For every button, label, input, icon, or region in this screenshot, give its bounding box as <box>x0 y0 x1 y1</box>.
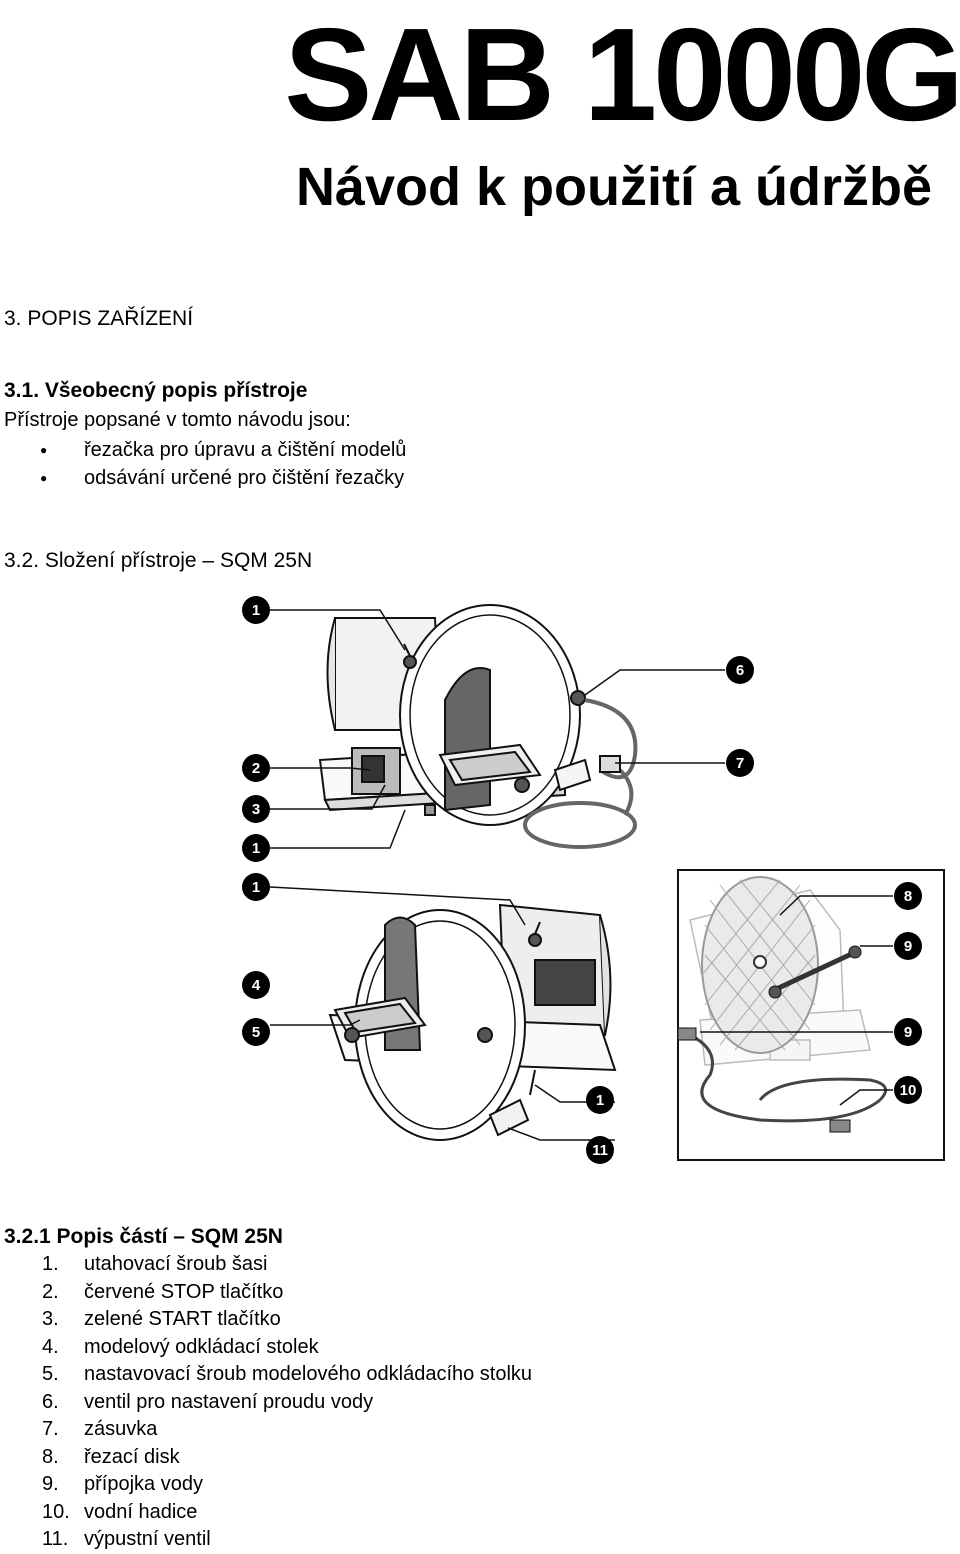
item-number: 10. <box>42 1500 70 1523</box>
callout-2: 2 <box>242 754 270 782</box>
callout-1-top: 1 <box>242 596 270 624</box>
section-3-heading: 3. POPIS ZAŘÍZENÍ <box>4 307 194 330</box>
item-number: 7. <box>42 1418 59 1440</box>
callout-4: 4 <box>242 971 270 999</box>
callout-label: 7 <box>736 755 744 772</box>
item-text: zásuvka <box>84 1418 158 1440</box>
callout-5: 5 <box>242 1018 270 1046</box>
item-text: přípojka vody <box>84 1473 203 1495</box>
callout-1-bottom: 1 <box>586 1086 614 1114</box>
list-item: 10. vodní hadice <box>4 1499 532 1527</box>
callout-1-lower: 1 <box>242 873 270 901</box>
list-item: 5. nastavovací šroub modelového odkládací… <box>4 1361 532 1389</box>
list-item: 1. utahovací šroub šasi <box>4 1251 532 1279</box>
item-text: červené STOP tlačítko <box>84 1280 284 1303</box>
section-3-1-intro: Přístroje popsané v tomto návodu jsou: <box>4 409 351 431</box>
list-item: 9. přípojka vody <box>4 1471 532 1499</box>
list-item: 8. řezací disk <box>4 1444 532 1472</box>
callout-label: 1 <box>252 840 260 857</box>
item-text: nastavovací šroub modelového odkládacího… <box>84 1363 533 1385</box>
callout-label: 1 <box>252 879 260 896</box>
list-item: 6. ventil pro nastavení proudu vody <box>4 1389 532 1417</box>
list-item: 11. výpustní ventil <box>4 1526 532 1554</box>
callout-label: 11 <box>592 1142 608 1159</box>
item-number: 3. <box>42 1308 59 1330</box>
callout-label: 4 <box>252 977 261 994</box>
callout-8: 8 <box>894 882 922 910</box>
item-number: 5. <box>42 1363 59 1385</box>
item-text: zelené START tlačítko <box>84 1308 281 1330</box>
callout-11: 11 <box>586 1136 614 1164</box>
list-item: řezačka pro úpravu a čištění modelů <box>40 436 406 464</box>
callout-label: 9 <box>904 1024 912 1041</box>
list-item: 4. modelový odkládací stolek <box>4 1334 532 1362</box>
callout-10: 10 <box>894 1076 922 1104</box>
callout-9-lower: 9 <box>894 1018 922 1046</box>
callout-9-upper: 9 <box>894 932 922 960</box>
callout-label: 9 <box>904 938 912 955</box>
callout-label: 2 <box>252 760 260 777</box>
machine-bottom-illustration <box>328 903 617 1141</box>
list-item: 7. zásuvka <box>4 1416 532 1444</box>
inset-detail <box>677 869 945 1161</box>
callout-label: 6 <box>736 662 744 679</box>
section-3-2-heading: 3.2. Složení přístroje – SQM 25N <box>4 549 313 572</box>
callout-7: 7 <box>726 749 754 777</box>
item-text: modelový odkládací stolek <box>84 1335 319 1358</box>
item-number: 6. <box>42 1390 59 1413</box>
list-item: 3. zelené START tlačítko <box>4 1306 532 1334</box>
callout-label: 3 <box>252 801 260 818</box>
item-number: 1. <box>42 1253 59 1275</box>
document-title: SAB 1000G <box>284 1 960 148</box>
item-text: ventil pro nastavení proudu vody <box>84 1390 374 1413</box>
item-text: vodní hadice <box>84 1500 198 1523</box>
item-number: 11. <box>42 1528 69 1550</box>
callout-label: 1 <box>252 602 260 619</box>
parts-list: 1. utahovací šroub šasi 2. červené STOP tl… <box>4 1251 532 1554</box>
callout-label: 1 <box>596 1092 604 1109</box>
callout-6: 6 <box>726 656 754 684</box>
callout-label: 8 <box>904 888 912 905</box>
section-3-2-1-heading: 3.2.1 Popis částí – SQM 25N <box>4 1225 283 1248</box>
item-text: utahovací šroub šasi <box>84 1253 268 1275</box>
item-number: 4. <box>42 1335 59 1358</box>
callout-label: 5 <box>252 1024 260 1041</box>
callout-3: 3 <box>242 795 270 823</box>
item-number: 2. <box>42 1280 59 1303</box>
item-text: řezací disk <box>84 1445 180 1468</box>
document-subtitle: Návod k použití a údržbě <box>295 157 932 217</box>
machine-top-illustration <box>318 604 638 849</box>
device-list: řezačka pro úpravu a čištění modelů odsá… <box>40 436 406 492</box>
item-number: 9. <box>42 1473 59 1495</box>
list-item: odsávání určené pro čištění řezačky <box>40 464 406 492</box>
section-3-1-heading: 3.1. Všeobecný popis přístroje <box>4 379 308 402</box>
callout-label: 10 <box>900 1082 917 1099</box>
device-diagram: 1 6 2 7 3 1 1 8 9 4 5 9 <box>242 596 945 1164</box>
callout-1-middle: 1 <box>242 834 270 862</box>
item-number: 8. <box>42 1445 59 1468</box>
list-item: 2. červené STOP tlačítko <box>4 1279 532 1307</box>
item-text: výpustní ventil <box>84 1528 211 1550</box>
